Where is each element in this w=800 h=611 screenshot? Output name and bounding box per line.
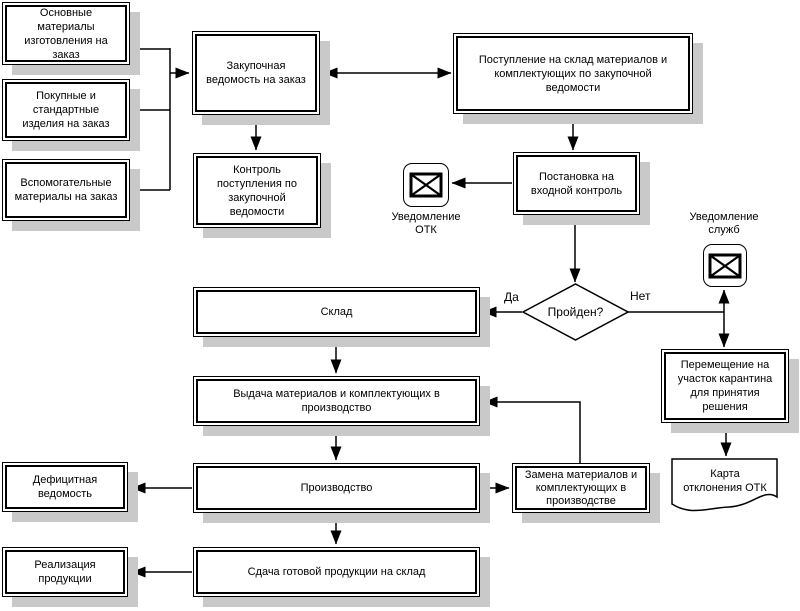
node-warehouse-receipt: Поступление на склад материалов и компле… bbox=[453, 33, 693, 114]
node-receipt-control-label: Контроль поступления по закупочной ведом… bbox=[196, 156, 318, 225]
node-incoming-inspection: Постановка на входной контроль bbox=[513, 152, 640, 215]
decision-passed-label: Пройден? bbox=[547, 305, 604, 319]
node-procurement-sheet-label: Закупочная ведомость на заказ bbox=[195, 34, 317, 112]
node-production-label: Производство bbox=[196, 466, 477, 510]
notification-services-label: Уведомление служб bbox=[689, 211, 759, 236]
node-issue-to-production: Выдача материалов и комплектующих в прои… bbox=[193, 376, 480, 426]
node-sales: Реализация продукции bbox=[2, 547, 128, 597]
node-incoming-inspection-label: Постановка на входной контроль bbox=[516, 155, 637, 212]
edge-label-no: Нет bbox=[630, 289, 651, 303]
node-issue-to-production-label: Выдача материалов и комплектующих в прои… bbox=[196, 379, 477, 423]
node-finished-goods: Сдача готовой продукции на склад bbox=[193, 547, 480, 597]
node-replacement: Замена материалов и комплектующих в прои… bbox=[512, 463, 650, 513]
node-main-materials: Основные материалы изготовления на заказ bbox=[2, 2, 130, 65]
node-warehouse: Склад bbox=[193, 287, 480, 337]
decision-diamond-shape bbox=[521, 283, 630, 341]
node-replacement-label: Замена материалов и комплектующих в прои… bbox=[515, 466, 647, 510]
notification-otk-label: Уведомление ОТК bbox=[391, 211, 461, 236]
node-production: Производство bbox=[193, 463, 480, 513]
document-deviation-card-label: Карта отклонения ОТК bbox=[683, 468, 767, 494]
envelope-icon bbox=[708, 253, 742, 278]
node-auxiliary-materials-label: Вспомогательные материалы на заказ bbox=[5, 162, 127, 218]
node-quarantine-label: Перемещение на участок карантина для при… bbox=[664, 352, 786, 420]
envelope-icon bbox=[409, 172, 443, 198]
node-quarantine: Перемещение на участок карантина для при… bbox=[661, 349, 789, 423]
node-finished-goods-label: Сдача готовой продукции на склад bbox=[196, 550, 477, 594]
node-deficit-sheet-label: Дефицитная ведомость bbox=[5, 465, 125, 509]
document-shape bbox=[671, 458, 778, 512]
node-warehouse-label: Склад bbox=[196, 290, 477, 334]
notification-otk bbox=[403, 163, 449, 207]
node-warehouse-receipt-label: Поступление на склад материалов и компле… bbox=[456, 36, 690, 111]
notification-services bbox=[703, 244, 747, 287]
node-purchased-items: Покупные и стандартные изделия на заказ bbox=[2, 79, 130, 141]
node-receipt-control: Контроль поступления по закупочной ведом… bbox=[193, 153, 321, 228]
edge-label-yes: Да bbox=[504, 290, 519, 304]
node-procurement-sheet: Закупочная ведомость на заказ bbox=[192, 31, 320, 115]
node-deficit-sheet: Дефицитная ведомость bbox=[2, 462, 128, 512]
node-main-materials-label: Основные материалы изготовления на заказ bbox=[5, 5, 127, 62]
node-sales-label: Реализация продукции bbox=[5, 550, 125, 594]
node-auxiliary-materials: Вспомогательные материалы на заказ bbox=[2, 159, 130, 221]
node-purchased-items-label: Покупные и стандартные изделия на заказ bbox=[5, 82, 127, 138]
